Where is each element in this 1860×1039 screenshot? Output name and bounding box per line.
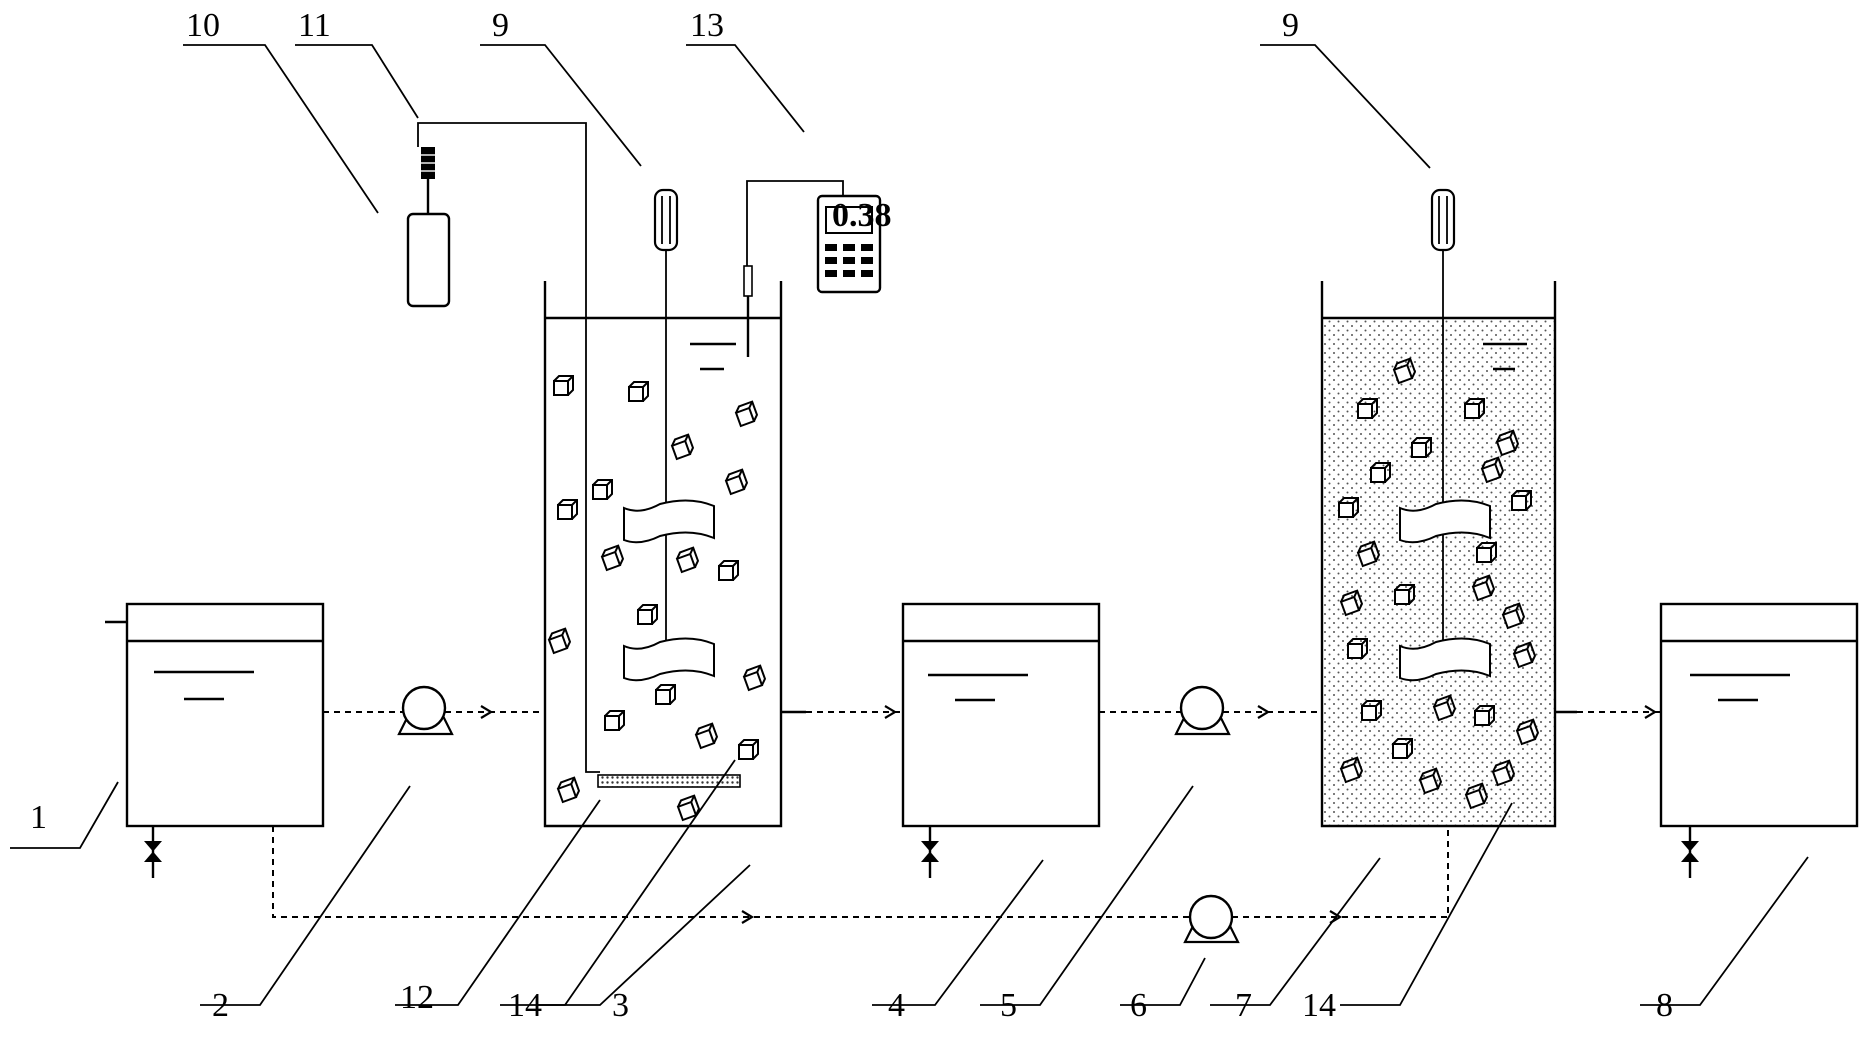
label-4: 4 bbox=[888, 987, 905, 1024]
label-5: 5 bbox=[1000, 987, 1017, 1024]
label-10: 10 bbox=[186, 7, 220, 44]
transfer-pump-icon bbox=[1174, 685, 1231, 736]
intermediate-tank bbox=[901, 602, 1101, 878]
drain-valve-icon bbox=[921, 826, 939, 878]
anoxic-reactor bbox=[417, 122, 844, 828]
carrier-cubes bbox=[546, 375, 768, 821]
label-13: 13 bbox=[690, 7, 724, 44]
probe-icon bbox=[743, 180, 844, 357]
flow-lines bbox=[272, 704, 1661, 925]
leader-lines bbox=[10, 44, 1809, 1006]
label-12: 12 bbox=[400, 979, 434, 1016]
dosing-bottle-icon bbox=[406, 147, 451, 308]
label-1: 1 bbox=[30, 799, 47, 836]
label-8: 8 bbox=[1656, 987, 1673, 1024]
label-14-right: 14 bbox=[1302, 987, 1336, 1024]
stirrer-icon bbox=[1399, 188, 1491, 682]
dissolved-oxygen-meter-icon: 0.38 bbox=[816, 194, 892, 294]
aeration-diffuser bbox=[597, 774, 741, 788]
label-11: 11 bbox=[298, 7, 331, 44]
label-6: 6 bbox=[1130, 987, 1147, 1024]
feed-pump-icon bbox=[397, 685, 454, 736]
aerobic-reactor bbox=[1320, 188, 1577, 828]
label-14-left: 14 bbox=[508, 987, 542, 1024]
label-7: 7 bbox=[1235, 987, 1252, 1024]
meter-reading: 0.38 bbox=[832, 197, 892, 234]
drain-valve-icon bbox=[1681, 826, 1699, 878]
label-2: 2 bbox=[212, 987, 229, 1024]
raw-water-tank bbox=[105, 602, 325, 878]
drain-valve-icon bbox=[144, 826, 162, 878]
stirrer-icon bbox=[623, 188, 715, 682]
labels: 1 2 3 4 5 6 7 8 9 9 10 11 12 13 14 14 bbox=[30, 7, 1673, 1024]
label-3: 3 bbox=[612, 987, 629, 1024]
bypass-pump-icon bbox=[1183, 894, 1240, 944]
effluent-tank bbox=[1659, 602, 1859, 878]
label-9-right: 9 bbox=[1282, 7, 1299, 44]
label-9-left: 9 bbox=[492, 7, 509, 44]
